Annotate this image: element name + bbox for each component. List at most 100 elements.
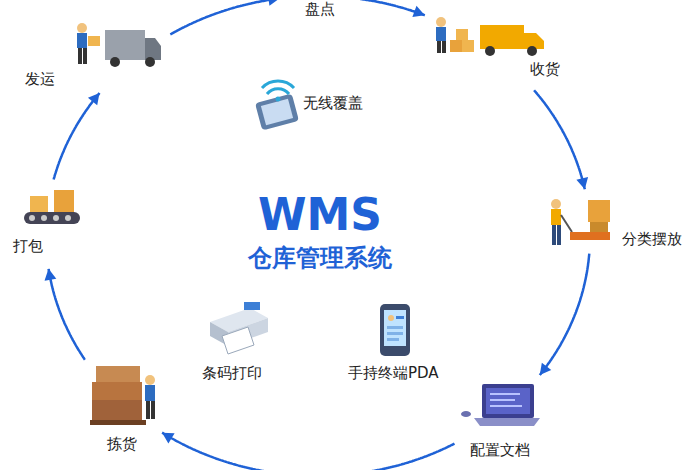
pda-icon-part	[384, 310, 406, 346]
pda-icon-part	[380, 304, 410, 356]
shipping-icon-part	[83, 48, 87, 64]
shipping-icon-part	[110, 57, 120, 67]
wireless-icon-part	[261, 99, 293, 126]
picking-icon-part	[145, 385, 155, 401]
pda-icon-part	[387, 326, 403, 329]
shipping-icon-part	[78, 48, 82, 64]
cycle-arrow	[534, 90, 588, 189]
arrow-head	[268, 0, 280, 6]
pda-icon-part	[387, 332, 403, 335]
picking-icon-part	[146, 401, 150, 419]
stage-node: 配置文档	[470, 441, 530, 459]
pda-icon-part	[388, 315, 394, 321]
cycle-line	[162, 433, 454, 470]
receiving-icon-part	[436, 17, 446, 27]
stage-node: 拣货	[107, 435, 137, 453]
sorting-icon	[551, 199, 610, 245]
packing-icon-part	[30, 196, 48, 212]
picking-icon-part	[92, 400, 142, 420]
receiving-icon-part	[450, 40, 462, 52]
cycle-line	[540, 254, 590, 375]
receiving-icon	[436, 17, 544, 56]
stage-label: 打包	[13, 237, 43, 255]
cycle-arrow	[360, 0, 425, 17]
receiving-icon-part	[462, 40, 474, 52]
laptop-icon-part	[490, 399, 515, 401]
arrow-head	[540, 363, 552, 375]
wireless-icon-part	[276, 97, 281, 102]
laptop-icon-part	[461, 411, 471, 417]
shipping-icon-part	[145, 57, 155, 67]
shipping-icon-part	[88, 36, 100, 46]
shipping-icon	[77, 23, 161, 67]
arrow-head	[576, 177, 588, 189]
sorting-icon-part	[588, 200, 610, 222]
stage-node: 收货	[530, 60, 560, 78]
receiving-icon-part	[456, 29, 468, 40]
shipping-icon-part	[77, 23, 87, 33]
arrow-head	[412, 6, 424, 17]
wireless-icon	[255, 81, 299, 130]
laptop-icon-part	[474, 418, 540, 426]
cycle-arrow	[170, 0, 279, 34]
feature-label: 无线覆盖	[303, 94, 363, 112]
cycle-arrow	[540, 254, 590, 375]
sorting-icon-part	[551, 199, 561, 209]
feature-label: 手持终端PDA	[348, 364, 439, 382]
picking-icon-part	[96, 366, 140, 382]
shipping-icon-part	[105, 30, 145, 60]
picking-icon	[90, 366, 155, 425]
printer-icon-part	[222, 327, 254, 354]
laptop-icon	[461, 384, 540, 426]
stage-node: 分类摆放	[622, 230, 682, 248]
picking-icon-part	[145, 375, 155, 385]
packing-icon-part	[65, 215, 71, 221]
packing-icon-part	[29, 215, 35, 221]
sorting-icon-part	[552, 225, 556, 245]
picking-icon-part	[92, 382, 142, 400]
pda-icon-part	[396, 316, 404, 319]
wireless-icon-part	[267, 89, 289, 94]
receiving-icon-part	[437, 41, 441, 53]
cycle-arrow	[44, 269, 84, 360]
receiving-icon-part	[485, 46, 495, 56]
stage-label: 配置文档	[470, 441, 530, 459]
printer-icon	[210, 302, 268, 354]
sorting-icon-part	[561, 215, 572, 232]
stage-label: 分类摆放	[622, 230, 682, 248]
arrow-head	[162, 433, 175, 444]
picking-icon-part	[151, 401, 155, 419]
laptop-icon-part	[490, 393, 520, 395]
sorting-icon-part	[551, 209, 561, 225]
laptop-icon-part	[490, 405, 522, 407]
wireless-icon-part	[262, 81, 294, 88]
stage-label: 拣货	[107, 435, 137, 453]
packing-icon-part	[41, 215, 47, 221]
cycle-line	[170, 0, 279, 34]
sorting-icon-part	[557, 225, 561, 245]
stage-label: 盘点	[305, 0, 335, 18]
receiving-icon-part	[480, 25, 524, 49]
packing-icon-part	[54, 190, 74, 212]
stage-label: 收货	[530, 60, 560, 78]
cycle-arrow	[54, 93, 100, 179]
cycle-line	[49, 269, 85, 360]
arrow-head	[88, 93, 100, 105]
picking-icon-part	[90, 420, 146, 425]
stage-label: 发运	[25, 70, 55, 88]
receiving-icon-part	[436, 27, 446, 41]
packing-icon	[24, 190, 80, 224]
stage-node: 盘点	[305, 0, 335, 18]
laptop-icon-part	[486, 388, 530, 414]
shipping-icon-part	[77, 33, 87, 48]
printer-icon-part	[244, 302, 260, 310]
packing-icon-part	[24, 212, 80, 224]
title-text: WMS	[258, 188, 382, 241]
shipping-icon-part	[145, 38, 161, 60]
receiving-icon-part	[442, 41, 446, 53]
pda-icon	[380, 304, 410, 356]
feature-label: 条码打印	[202, 364, 262, 382]
arrow-head	[44, 269, 56, 281]
sorting-icon-part	[570, 232, 610, 240]
laptop-icon-part	[482, 384, 534, 418]
